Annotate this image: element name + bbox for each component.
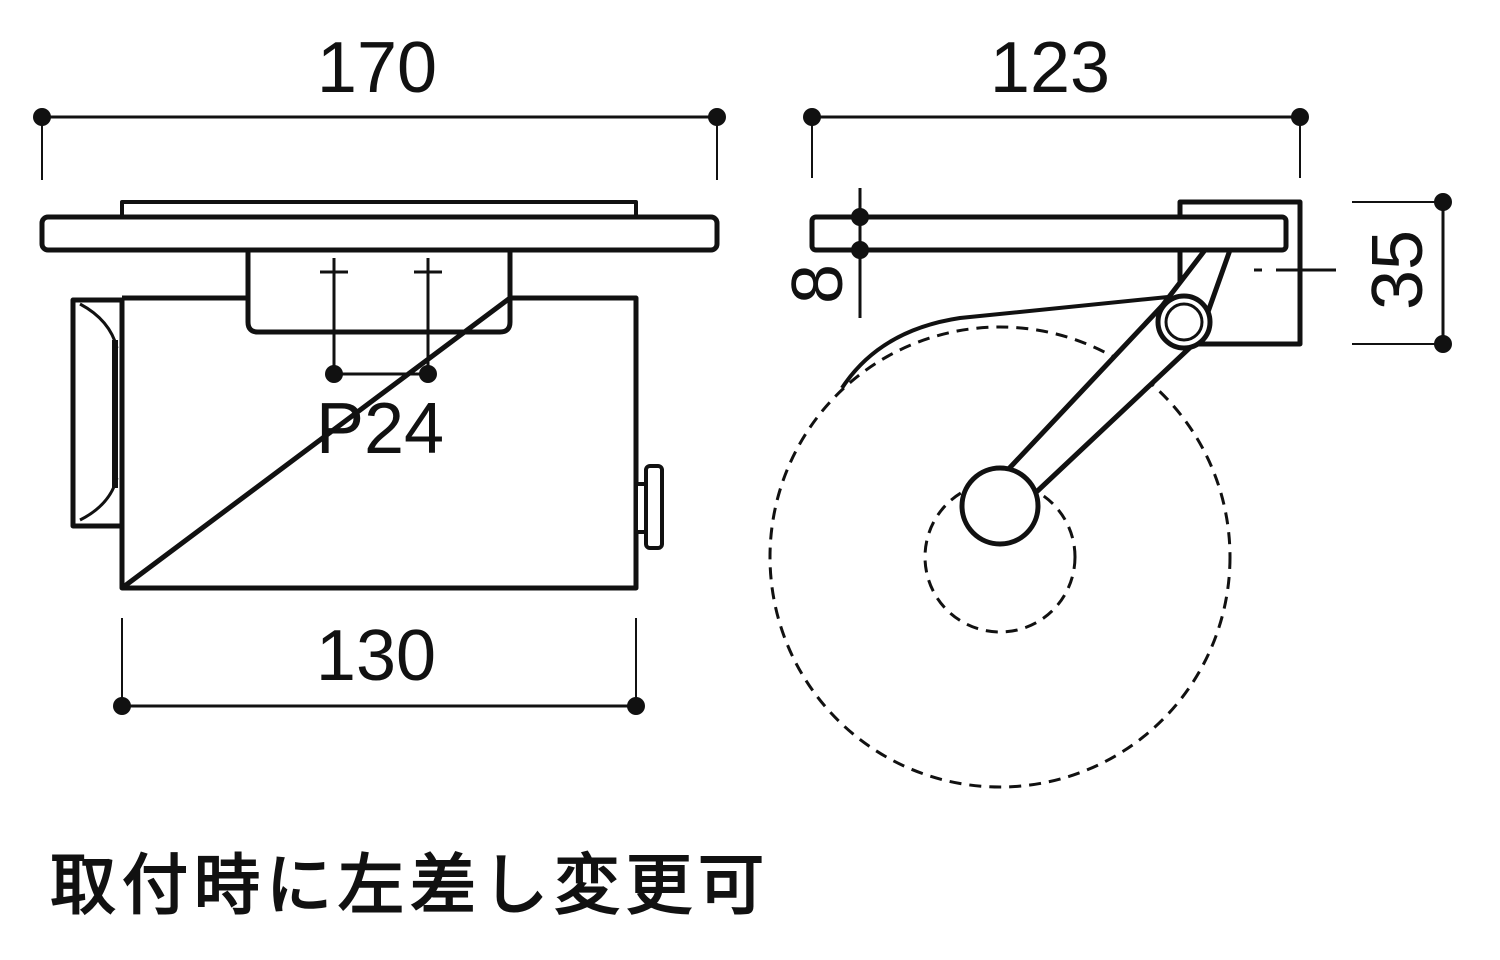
right-knob [634,464,664,550]
dim-line-bracket-height [1352,193,1452,353]
installation-note: 取付時に左差し変更可 [50,847,770,924]
side-view: 123 8 35 [768,28,1452,789]
dim-line-body-width [113,618,645,715]
paper-core-outline [923,480,1077,634]
shelf-top-ridge [120,200,638,217]
holder-arm [999,247,1233,501]
holder-body [119,295,639,591]
dim-line-overall-width [33,108,726,180]
dim-overall-width-label: 170 [317,28,437,108]
dim-depth-label: 123 [990,28,1110,108]
paper-roll-outline [768,325,1232,789]
front-view: 170 P24 [33,28,726,715]
dim-plate-thickness-label: 8 [778,264,858,304]
mounting-bracket [245,250,513,335]
left-end-cap [70,297,125,529]
shelf-plate-side [809,214,1289,253]
roller-end [959,465,1041,547]
dim-bracket-height-label: 35 [1358,230,1438,310]
screw-marks [320,258,442,383]
dim-line-plate-thickness [851,188,869,318]
shelf-plate [39,214,720,253]
dim-line-depth [803,108,1309,178]
dim-body-width-label: 130 [316,616,436,696]
cover-curve [840,295,1169,390]
